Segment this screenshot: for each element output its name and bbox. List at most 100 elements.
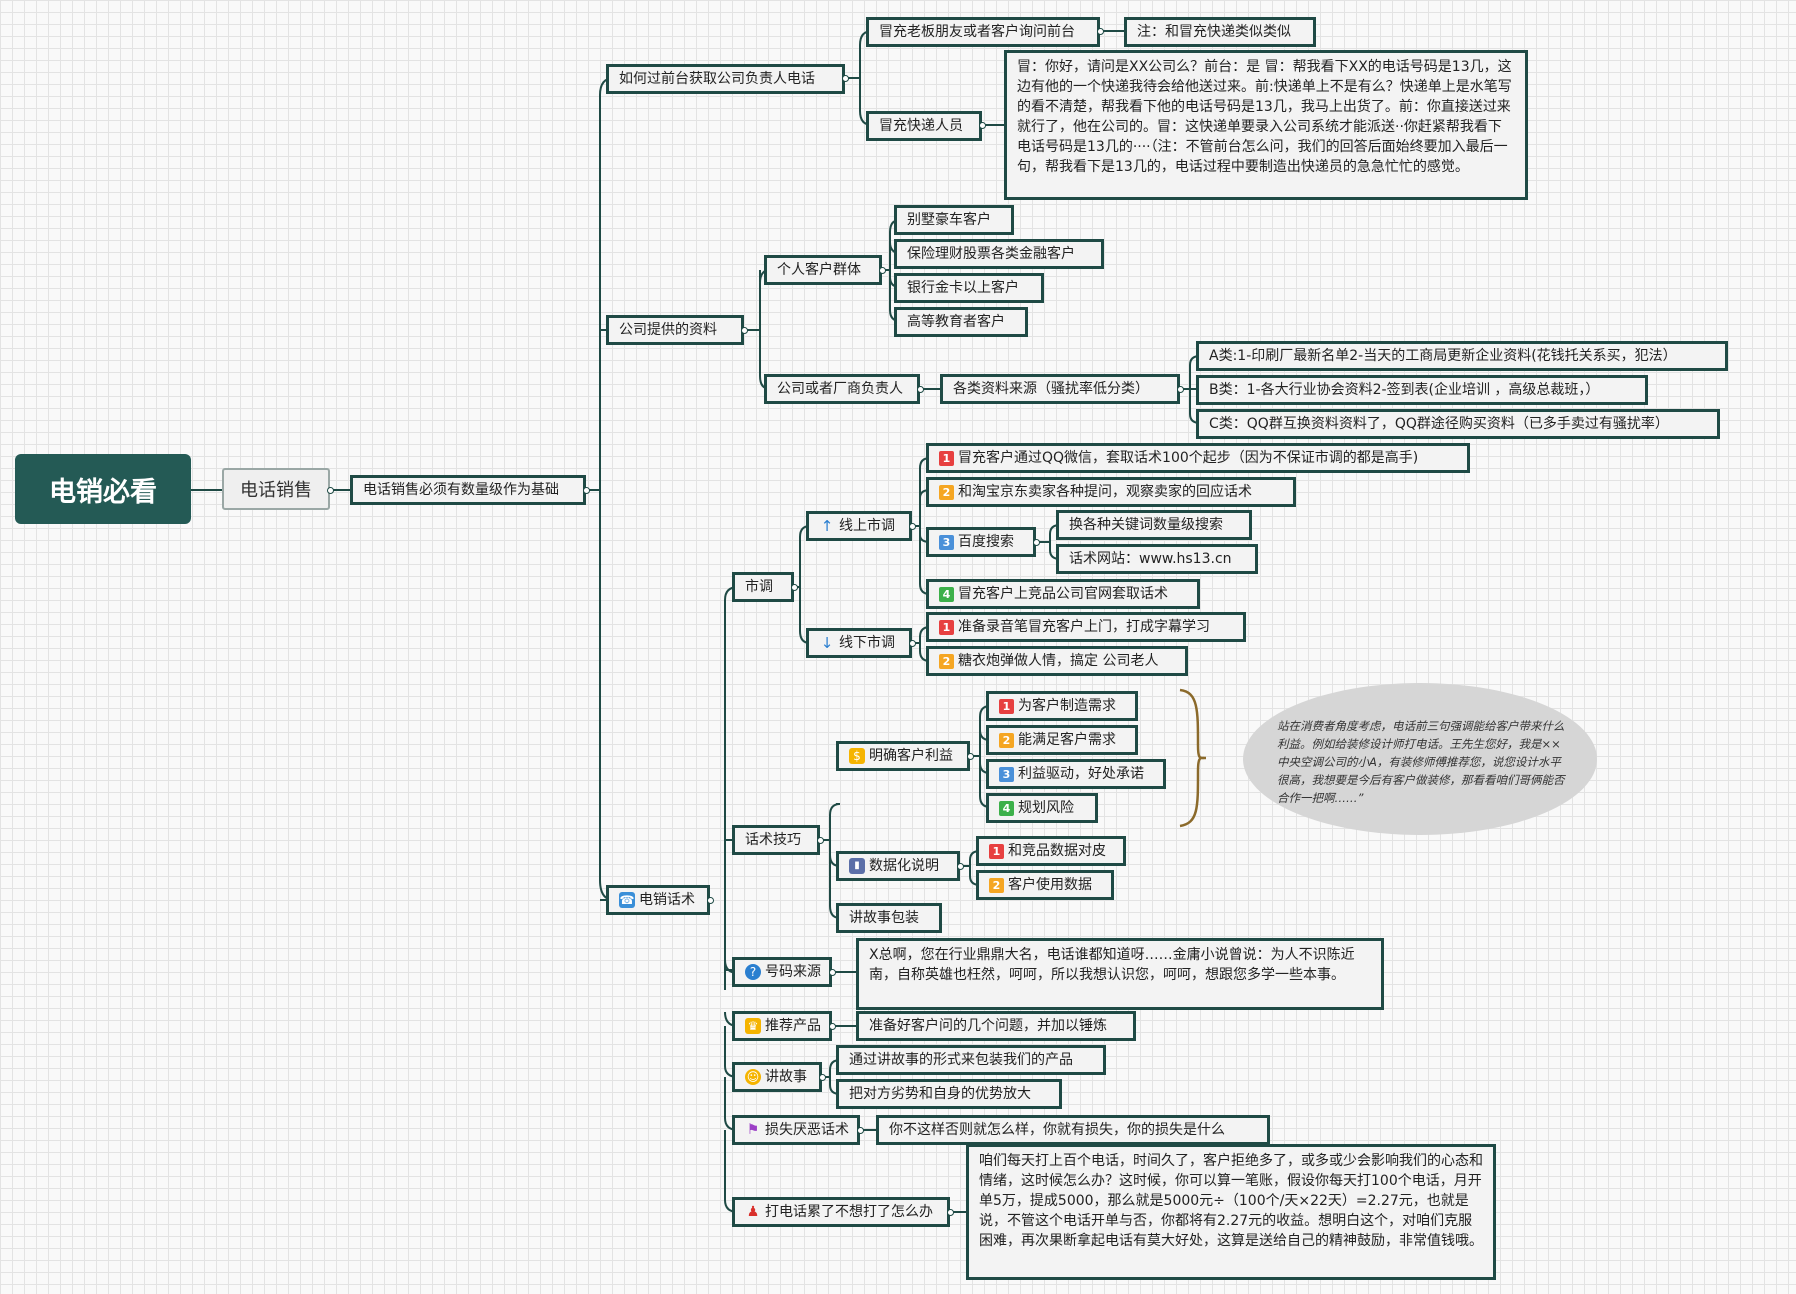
collapse-toggle[interactable] — [909, 523, 916, 530]
data-sources-node[interactable]: 各类资料来源（骚扰率低分类） — [940, 374, 1180, 404]
courier-script-note[interactable]: 冒：你好，请问是XX公司么？前台：是 冒：帮我看下XX的电话号码是13几，这边有… — [1004, 50, 1528, 200]
collapse-toggle[interactable] — [1097, 28, 1104, 35]
story-pack-node[interactable]: 讲故事包装 — [836, 903, 942, 933]
offline-research-node[interactable]: ↓线下市调 — [806, 628, 912, 658]
story-item-1[interactable]: 通过讲故事的形式来包装我们的产品 — [836, 1045, 1106, 1075]
impersonate-friend-note[interactable]: 注：和冒充快递类似类似 — [1124, 17, 1316, 47]
collapse-toggle[interactable] — [1033, 539, 1040, 546]
collapse-toggle[interactable] — [917, 386, 924, 393]
collapse-toggle[interactable] — [979, 122, 986, 129]
question-icon: ? — [745, 964, 761, 980]
branch-label: 电销话术 — [639, 892, 695, 908]
story-item-2[interactable]: 把对方劣势和自身的优势放大 — [836, 1079, 1062, 1109]
baidu-item-2[interactable]: 话术网站：www.hs13.cn — [1056, 544, 1258, 574]
impersonate-courier-node[interactable]: 冒充快递人员 — [866, 111, 982, 141]
item-label: 能满足客户需求 — [1018, 732, 1116, 748]
collapse-toggle[interactable] — [829, 1023, 836, 1030]
root-title: 电销必看 — [49, 476, 157, 508]
note-text: X总啊，您在行业鼎鼎大名，电话谁都知道呀……金庸小说曾说：为人不识陈近南，自称英… — [869, 947, 1355, 983]
item-label: 冒充客户上竞品公司官网套取话术 — [958, 586, 1168, 602]
data-talk-node[interactable]: ▮数据化说明 — [836, 851, 960, 881]
hub-label: 电话销售必须有数量级作为基础 — [363, 482, 559, 498]
customer-benefit-node[interactable]: $明确客户利益 — [836, 741, 970, 771]
collapse-toggle[interactable] — [967, 753, 974, 760]
individual-item-4[interactable]: 高等教育者客户 — [894, 307, 1028, 337]
script-skills-node[interactable]: 话术技巧 — [732, 825, 820, 855]
branch-sales-scripts[interactable]: ☎电销话术 — [606, 885, 710, 915]
impersonate-friend-node[interactable]: 冒充老板朋友或者客户询问前台 — [866, 17, 1100, 47]
baidu-item-1[interactable]: 换各种关键词数量级搜索 — [1056, 510, 1252, 540]
individual-item-1[interactable]: 别墅豪车客户 — [894, 205, 1014, 235]
loss-aversion-note[interactable]: 你不这样否则就怎么样，你就有损失，你的损失是什么 — [876, 1115, 1270, 1145]
individual-item-2[interactable]: 保险理财股票各类金融客户 — [894, 239, 1104, 269]
collapse-toggle[interactable] — [829, 969, 836, 976]
collapse-toggle[interactable] — [909, 640, 916, 647]
branch-front-desk[interactable]: 如何过前台获取公司负责人电话 — [606, 64, 845, 94]
topic-phone-sales[interactable]: 电话销售 — [222, 468, 330, 510]
market-research-node[interactable]: 市调 — [732, 572, 794, 602]
note-text: 冒：你好，请问是XX公司么？前台：是 冒：帮我看下XX的电话号码是13几，这边有… — [1017, 59, 1512, 175]
collapse-toggle[interactable] — [791, 584, 798, 591]
item-label: 百度搜索 — [958, 534, 1014, 550]
number-source-note[interactable]: X总啊，您在行业鼎鼎大名，电话谁都知道呀……金庸小说曾说：为人不识陈近南，自称英… — [856, 938, 1384, 1010]
collapse-toggle[interactable] — [327, 487, 334, 494]
source-class-a[interactable]: A类:1-印刷厂最新名单2-当天的工商局更新企业资料(花钱托关系买，犯法） — [1196, 341, 1728, 371]
collapse-toggle[interactable] — [1177, 386, 1184, 393]
arrow-down-icon: ↓ — [820, 634, 834, 652]
item-label: 规划风险 — [1018, 800, 1074, 816]
benefit-example-note[interactable]: 站在消费者角度考虑，电话前三句强调能给客户带来什么利益。例如给装修设计师打电话。… — [1243, 683, 1597, 835]
source-class-b[interactable]: B类：1-各大行业协会资料2-签到表(企业培训 ，高级总裁班，） — [1196, 375, 1648, 405]
loss-aversion-node[interactable]: ⚑损失厌恶话术 — [732, 1115, 860, 1145]
collapse-toggle[interactable] — [842, 75, 849, 82]
number-1-icon: 1 — [989, 843, 1004, 859]
node-label: 各类资料来源（骚扰率低分类） — [953, 381, 1149, 397]
source-class-c[interactable]: C类：QQ群互换资料资料了，QQ群途径购买资料（已多手卖过有骚扰率） — [1196, 409, 1720, 439]
company-heads-node[interactable]: 公司或者厂商负责人 — [764, 374, 920, 404]
individual-item-3[interactable]: 银行金卡以上客户 — [894, 273, 1044, 303]
item-label: A类:1-印刷厂最新名单2-当天的工商局更新企业资料(花钱托关系买，犯法） — [1209, 348, 1677, 364]
item-label: 高等教育者客户 — [907, 314, 1005, 330]
item-label: 和竞品数据对皮 — [1008, 843, 1106, 859]
collapse-toggle[interactable] — [857, 1127, 864, 1134]
collapse-toggle[interactable] — [707, 897, 714, 904]
number-source-node[interactable]: ?号码来源 — [732, 957, 832, 987]
collapse-toggle[interactable] — [819, 1074, 826, 1081]
collapse-toggle[interactable] — [583, 487, 590, 494]
item-label: 别墅豪车客户 — [907, 212, 991, 228]
recommend-note[interactable]: 准备好客户问的几个问题，并加以锤炼 — [856, 1011, 1136, 1041]
node-label: 公司或者厂商负责人 — [777, 381, 903, 397]
collapse-toggle[interactable] — [817, 837, 824, 844]
item-label: 通过讲故事的形式来包装我们的产品 — [849, 1052, 1073, 1068]
tired-of-calling-node[interactable]: ♟打电话累了不想打了怎么办 — [732, 1197, 950, 1227]
hub-node[interactable]: 电话销售必须有数量级作为基础 — [350, 475, 586, 505]
collapse-toggle[interactable] — [741, 327, 748, 334]
collapse-toggle[interactable] — [879, 267, 886, 274]
collapse-toggle[interactable] — [947, 1209, 954, 1216]
recommend-product-node[interactable]: ♛推荐产品 — [732, 1011, 832, 1041]
tired-of-calling-note[interactable]: 咱们每天打上百个电话，时间久了，客户拒绝多了，或多或少会影响我们的心态和情绪，这… — [966, 1144, 1496, 1280]
arrow-up-icon: ↑ — [820, 517, 834, 535]
number-2-icon: 2 — [989, 877, 1004, 893]
branch-company-data[interactable]: 公司提供的资料 — [606, 315, 744, 345]
item-label: 准备录音笔冒充客户上门，打成字幕学习 — [958, 619, 1210, 635]
collapse-toggle[interactable] — [957, 863, 964, 870]
number-2-icon: 2 — [939, 484, 954, 500]
individual-clients-node[interactable]: 个人客户群体 — [764, 255, 882, 285]
root-node[interactable]: 电销必看 — [15, 454, 191, 524]
online-research-node[interactable]: ↑线上市调 — [806, 511, 912, 541]
number-1-icon: 1 — [939, 619, 954, 635]
item-label: 银行金卡以上客户 — [907, 280, 1019, 296]
tell-story-node[interactable]: ☺讲故事 — [732, 1062, 822, 1092]
